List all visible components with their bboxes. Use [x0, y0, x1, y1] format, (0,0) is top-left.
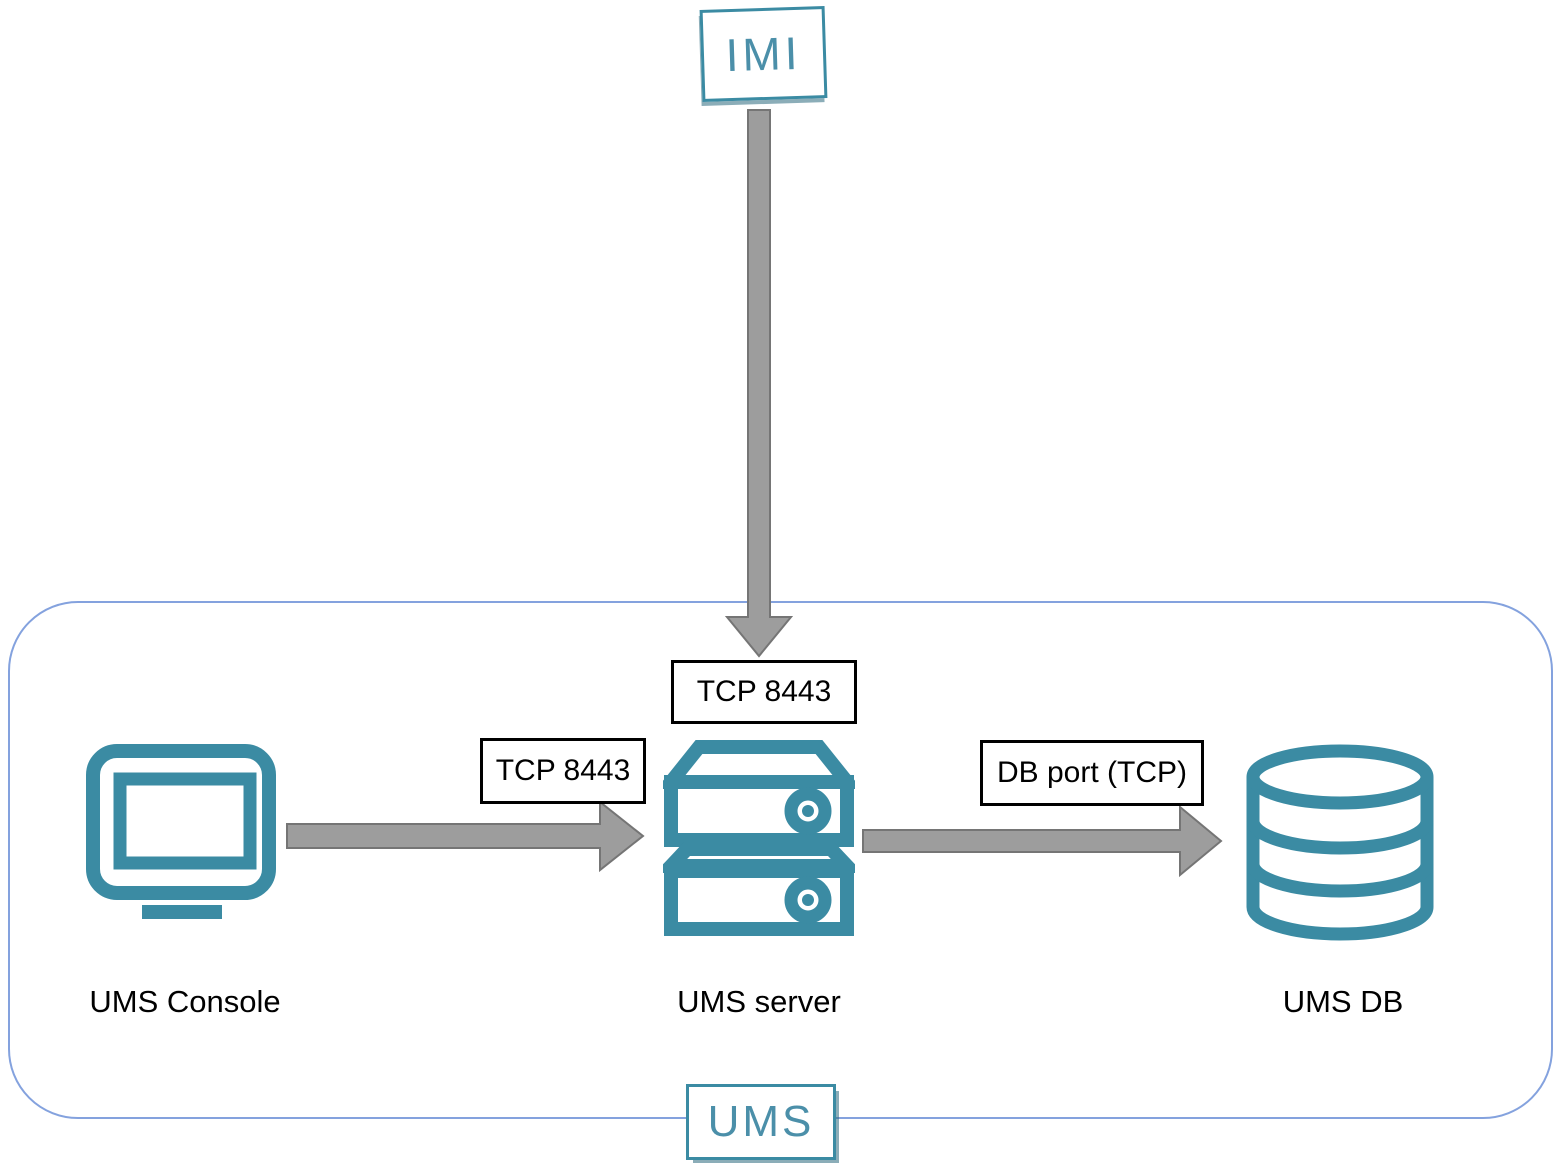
- ums-boundary-tag: UMS: [686, 1084, 836, 1160]
- port-label-text: DB port (TCP): [996, 756, 1188, 789]
- port-label-dbport: DB port (TCP): [980, 740, 1204, 806]
- database-icon: [1244, 743, 1436, 948]
- arrow-imi-to-server: [724, 109, 794, 658]
- node-label-ums-db: UMS DB: [1282, 984, 1404, 1019]
- port-label-tcp8443-left: TCP 8443: [480, 738, 646, 804]
- imi-label: IMI: [724, 26, 803, 82]
- monitor-icon: [85, 743, 277, 926]
- server-icon: [654, 738, 864, 943]
- port-label-tcp8443-top: TCP 8443: [671, 660, 857, 724]
- port-label-text: TCP 8443: [696, 675, 832, 708]
- node-label-ums-console: UMS Console: [89, 984, 281, 1019]
- ums-label: UMS: [707, 1097, 815, 1146]
- port-label-text: TCP 8443: [495, 754, 631, 787]
- imi-node: IMI: [699, 6, 828, 102]
- node-label-ums-server: UMS server: [677, 984, 841, 1019]
